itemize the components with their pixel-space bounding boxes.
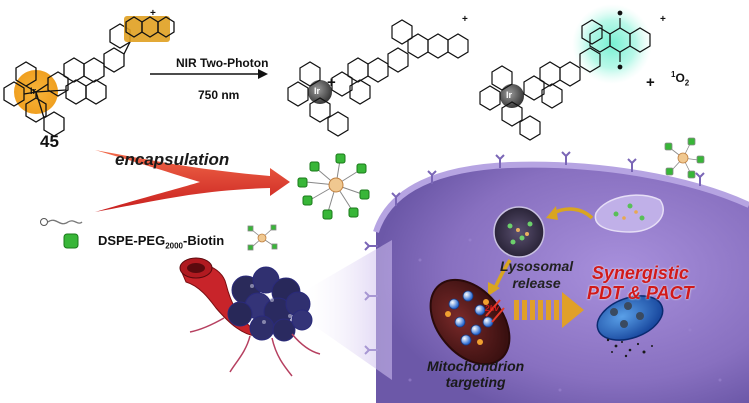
- ir-complex-product: [287, 19, 469, 137]
- metal-label: Ir: [314, 86, 321, 96]
- encapsulation-arrow: [95, 150, 290, 212]
- reaction-arrow-head: [258, 69, 268, 79]
- reaction-condition-top: NIR Two-Photon: [176, 56, 269, 70]
- uptake-arrow-head: [546, 206, 558, 220]
- laser-line: [485, 299, 501, 317]
- nanoparticle: [297, 153, 370, 220]
- nanoparticle-cell: [664, 137, 705, 179]
- endosome: [594, 194, 664, 233]
- plus-sign: +: [646, 74, 655, 91]
- tumor-cells: [227, 266, 313, 342]
- plus-sign: +: [327, 74, 336, 91]
- release-arrow-head: [488, 282, 500, 296]
- dspe-biotin-label: DSPE-PEG2000-Biotin: [98, 233, 225, 251]
- metal-label: Ir: [506, 90, 513, 100]
- nanoparticle-small: [247, 224, 278, 251]
- lysosome: [493, 206, 545, 258]
- mitochondrion: [429, 278, 511, 366]
- metal-label: Ir: [30, 86, 37, 96]
- dspe-biotin-icon: [40, 218, 83, 249]
- two-photon-label: 2hv: [485, 304, 499, 313]
- singlet-oxygen-label: 1O2: [671, 70, 690, 88]
- bacterium: [596, 295, 664, 358]
- ir-complex-anthraquinone: [479, 4, 652, 141]
- zoom-beam: [306, 240, 392, 380]
- charge-label: +: [660, 14, 666, 25]
- pdt-arrow: [514, 292, 584, 328]
- charge-label: +: [150, 8, 156, 19]
- laser-line: [491, 307, 505, 323]
- ir-complex-45: [3, 16, 175, 137]
- cell: [364, 151, 749, 403]
- tumor: [179, 257, 321, 377]
- charge-label: +: [462, 14, 468, 25]
- cell-membrane: [373, 161, 749, 233]
- compound-number: 45: [40, 132, 59, 151]
- encapsulation-label: encapsulation: [115, 150, 230, 169]
- reaction-condition-bottom: 750 nm: [198, 88, 240, 102]
